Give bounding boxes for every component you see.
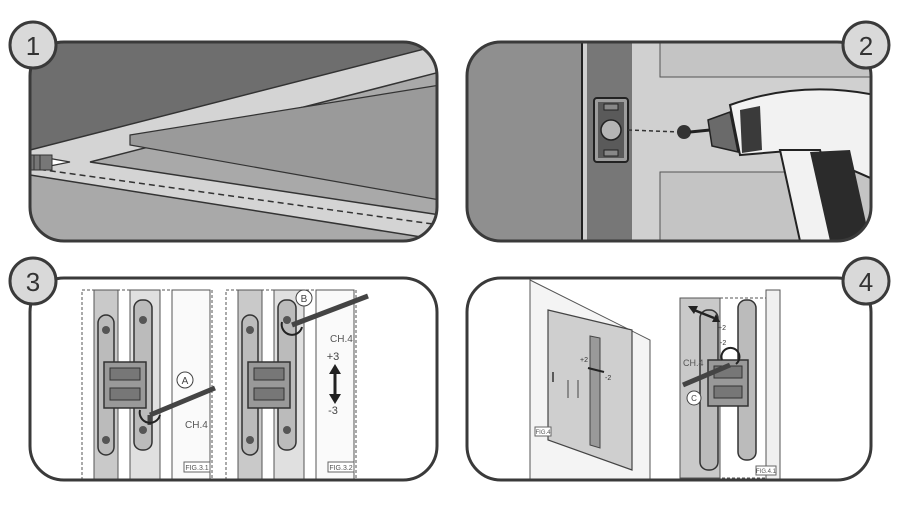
step-1-badge: 1 — [8, 20, 58, 70]
step-1-frame — [28, 40, 439, 243]
svg-text:B: B — [301, 294, 308, 305]
adjust-minus-label: -3 — [328, 405, 338, 417]
door-plus-label: +2 — [580, 357, 588, 364]
fig-label: FIG.4 — [535, 430, 551, 436]
hinge-body — [241, 299, 297, 456]
adjust-plus-label: +3 — [327, 351, 340, 363]
horizontal-arrow-icon — [688, 306, 720, 322]
hinge-minus-label: -2 — [720, 340, 726, 347]
step-2-number: 2 — [859, 31, 873, 61]
step-1-number: 1 — [26, 31, 40, 61]
drill-icon — [689, 88, 871, 241]
door-frame-edge — [30, 44, 437, 241]
wrench-size-label: CH.4 — [330, 334, 353, 345]
vertical-arrow-icon — [329, 364, 341, 404]
step-2-badge: 2 — [841, 20, 891, 70]
figure-3-2: B CH.4 +3 -3 FIG.3.2 — [225, 289, 369, 480]
figure-4-1: +2 -2 CH.4 C FIG.4.1 — [679, 289, 781, 480]
marker-b — [295, 289, 313, 307]
pencil-icon — [30, 154, 71, 171]
cut-line — [30, 167, 437, 226]
svg-text:C: C — [691, 394, 697, 403]
hinge-body — [97, 299, 153, 456]
wrench-size-label: CH.4 — [683, 358, 704, 368]
allen-key-icon — [280, 293, 369, 336]
step-4-frame — [465, 276, 873, 482]
door-panel-top — [659, 42, 871, 78]
step-3-number: 3 — [26, 267, 40, 297]
door-minus-label: -2 — [605, 375, 611, 382]
marker-c — [686, 390, 702, 406]
step-3-badge: 3 — [8, 256, 58, 306]
hinge-plus-label: +2 — [718, 325, 726, 332]
fig-label: FIG.3.1 — [185, 465, 208, 472]
wrench-size-label: CH.4 — [185, 420, 208, 431]
allen-key-icon — [682, 346, 741, 388]
door-rebate — [129, 84, 437, 201]
fig-label: FIG.3.2 — [329, 465, 352, 472]
marker-a — [176, 371, 194, 389]
step-4-panel: +2 -2 FIG.4 +2 — [465, 256, 891, 482]
allen-key-icon — [138, 385, 216, 425]
step-3-frame — [28, 276, 439, 482]
drill-hole — [677, 125, 691, 139]
figure-3-1: A CH.4 FIG.3.1 — [81, 289, 216, 480]
step-3-panel: A CH.4 FIG.3.1 — [8, 256, 439, 482]
step-2-frame — [465, 40, 873, 243]
step-2-panel: 2 — [465, 20, 891, 243]
step-4-badge: 4 — [841, 256, 891, 306]
step-4-number: 4 — [859, 267, 873, 297]
step-1-panel: 1 — [8, 20, 439, 243]
fig-label: FIG.4.1 — [756, 469, 777, 475]
svg-text:A: A — [182, 376, 189, 387]
door-perspective: +2 -2 FIG.4 — [529, 279, 651, 480]
hinge-plate — [593, 97, 629, 163]
wall-area — [467, 42, 582, 241]
